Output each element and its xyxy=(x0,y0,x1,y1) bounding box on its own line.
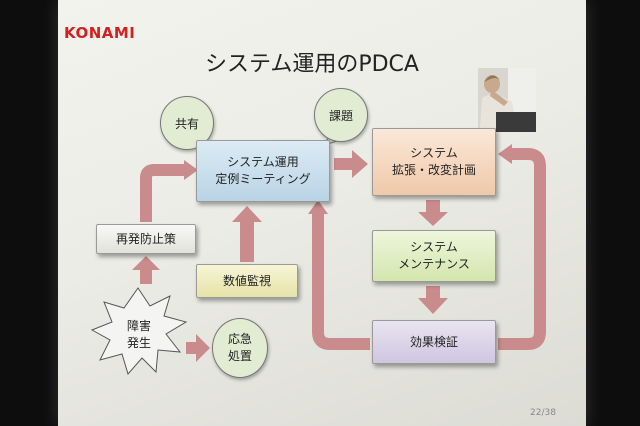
arrow-incident-to-emergency xyxy=(186,334,210,362)
person-photo xyxy=(478,68,536,132)
arrow-verify-to-meeting xyxy=(312,214,370,350)
incident-label: 障害 発生 xyxy=(126,319,151,350)
person-thinking-icon xyxy=(478,68,536,132)
box-metric-monitoring: 数値監視 xyxy=(196,264,298,298)
arrow-maint-to-verify xyxy=(418,286,448,314)
arrow-prevent-to-meeting xyxy=(140,164,184,222)
arrowhead-meeting xyxy=(184,160,198,180)
arrow-incident-to-prevent xyxy=(132,256,160,284)
bubble-emergency-response: 応急 処置 xyxy=(212,318,268,378)
incident-starburst-icon xyxy=(90,287,188,376)
box-expansion-plan: システム 拡張・改変計画 xyxy=(372,128,496,196)
arrow-plan-to-maint xyxy=(418,200,448,226)
page-number: 22/38 xyxy=(530,408,556,418)
konami-logo: KONAMI xyxy=(64,24,136,42)
box-regular-meeting: システム運用 定例ミーティング xyxy=(196,140,330,202)
box-recurrence-prevention: 再発防止策 xyxy=(96,224,196,254)
arrow-meeting-to-plan xyxy=(334,150,368,178)
arrow-monitor-to-meeting xyxy=(232,206,262,262)
slide-title: システム運用のPDCA xyxy=(205,52,419,77)
arrowhead-meeting-up xyxy=(308,200,328,214)
arrow-verify-to-plan xyxy=(498,148,546,350)
arrowhead-plan-left xyxy=(498,144,512,164)
box-effect-verification: 効果検証 xyxy=(372,320,496,364)
bubble-issue: 課題 xyxy=(314,88,368,142)
box-maintenance: システム メンテナンス xyxy=(372,230,496,282)
